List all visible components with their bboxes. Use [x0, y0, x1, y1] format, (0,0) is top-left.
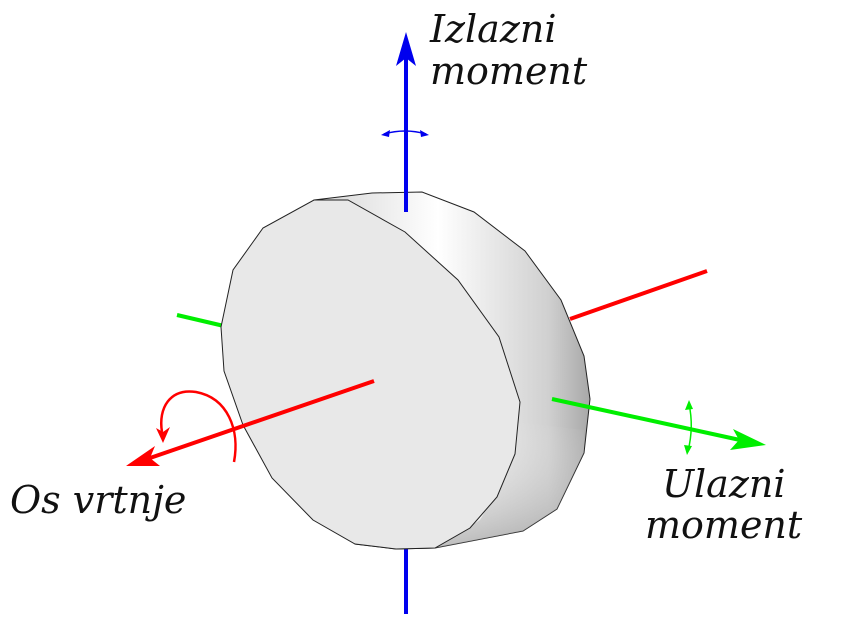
input-torque-arrowhead-bottom — [684, 445, 692, 455]
spin-axis-front — [149, 379, 375, 460]
input-axis-back — [176, 313, 225, 328]
output-torque-arrowhead-left — [381, 130, 390, 137]
input-axis-front — [551, 397, 741, 442]
output-axis-arrowhead — [396, 32, 416, 66]
input-torque-arrowhead-top — [685, 400, 693, 410]
spin-axis-label: Os vrtnje — [10, 478, 186, 522]
output-torque-label-line1: Izlazni — [429, 7, 557, 51]
spin-rotation-arrowhead — [156, 427, 170, 443]
disk-rim-shade — [435, 420, 584, 548]
input-axis-arrowhead — [730, 429, 766, 450]
disk-face — [220, 199, 521, 550]
spin-axis-back — [569, 269, 708, 321]
output-torque-label-line2: moment — [430, 49, 588, 93]
input-torque-label-line2: moment — [645, 503, 803, 547]
spin-rotation-arc — [160, 390, 237, 463]
output-torque-arrowhead-right — [420, 130, 429, 137]
spin-axis-arrowhead — [126, 446, 160, 466]
input-torque-label-line1: Ulazni — [662, 462, 785, 506]
